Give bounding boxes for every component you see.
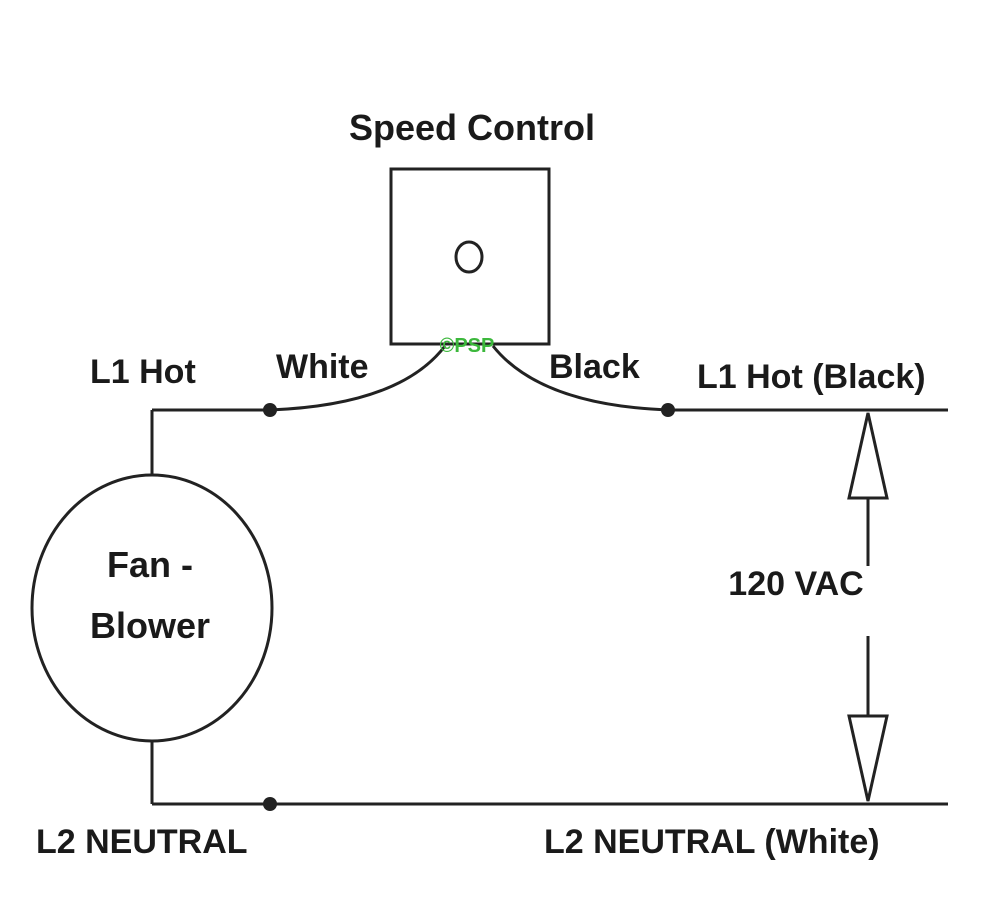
speed-control-label: Speed Control [349, 107, 595, 148]
fan-label-line2: Blower [90, 605, 210, 646]
l2-neutral-right-label: L2 NEUTRAL (White) [544, 823, 880, 861]
l1-hot-right-label: L1 Hot (Black) [697, 358, 926, 396]
voltage-arrow-down [847, 714, 889, 802]
junction-dot-neutral [263, 797, 277, 811]
fan-blower-circle [30, 473, 274, 743]
fan-label-line1: Fan - [107, 544, 193, 585]
white-wire [269, 345, 447, 412]
black-wire [491, 345, 669, 412]
black-wire-label: Black [549, 348, 640, 386]
junction-dot-white [263, 403, 277, 417]
l1-hot-left-label: L1 Hot [90, 353, 196, 391]
voltage-arrow-up [847, 412, 889, 500]
speed-control-knob [454, 240, 484, 274]
junction-dot-black [661, 403, 675, 417]
l2-neutral-left-label: L2 NEUTRAL [36, 823, 248, 861]
psp-watermark: ©PSP [440, 335, 495, 357]
white-wire-label: White [276, 348, 369, 386]
voltage-label: 120 VAC [728, 565, 863, 603]
